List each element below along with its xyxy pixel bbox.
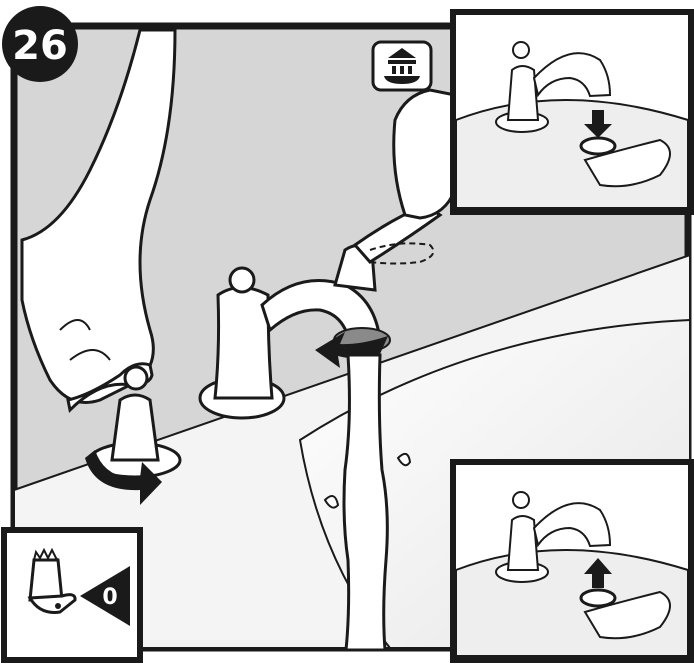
inset-handle-off: 0 (4, 530, 140, 660)
inset-remove-aerator (453, 12, 691, 212)
left-valve-body (112, 395, 158, 460)
step-number: 26 (12, 23, 68, 69)
right-hand (394, 90, 455, 218)
heat-sink-icon (373, 42, 431, 90)
inset-reinstall-aerator (453, 462, 691, 660)
water-stream (344, 355, 387, 650)
cold-position-label: 0 (102, 585, 117, 610)
spout-knob (230, 268, 254, 292)
left-lever-cap (125, 367, 147, 389)
